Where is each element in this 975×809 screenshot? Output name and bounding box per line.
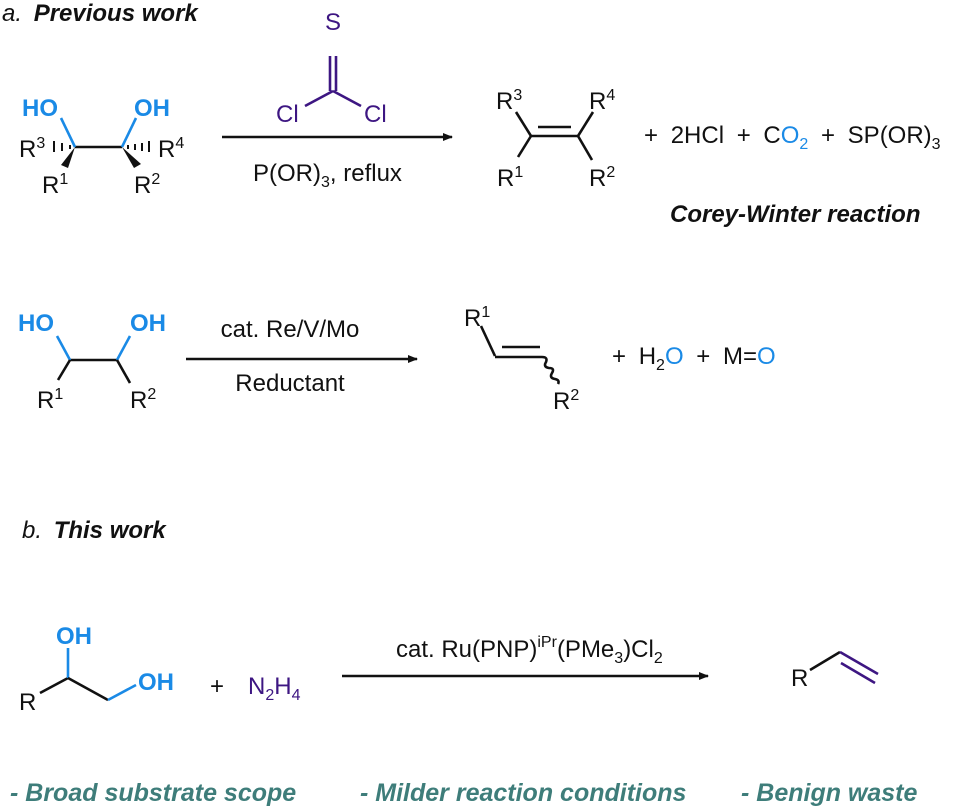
substituent-r3: R3 bbox=[19, 135, 45, 163]
hydroxyl-label-right: OH bbox=[138, 669, 174, 696]
reaction-name-corey-winter: Corey-Winter reaction bbox=[670, 201, 921, 228]
substituent-r2: R2 bbox=[589, 164, 615, 192]
reactant-terminal-diol: OH OH R bbox=[19, 623, 174, 716]
substituent-r4: R4 bbox=[158, 135, 184, 163]
product-disubstituted-alkene: R1 R2 bbox=[464, 304, 579, 415]
reactant-stereo-diol: HO OH R3 R4 R1 R2 bbox=[19, 95, 184, 199]
catalyst-label-2: cat. Re/V/Mo bbox=[221, 316, 360, 343]
bond-to-r1 bbox=[56, 359, 72, 381]
bond-to-r1 bbox=[479, 325, 497, 357]
hydroxyl-label-right: OH bbox=[130, 310, 166, 337]
chlorine-label-right: Cl bbox=[364, 101, 387, 128]
highlight-item: - Benign waste bbox=[741, 779, 918, 807]
alkene-bond-bold bbox=[839, 650, 879, 676]
substituent-r1: R1 bbox=[464, 304, 490, 332]
substituent-r2: R2 bbox=[134, 171, 160, 199]
substituent-r3: R3 bbox=[496, 87, 522, 115]
bond-to-r3 bbox=[514, 111, 533, 137]
substituent-r: R bbox=[19, 689, 36, 716]
alkene-bond-inner bbox=[840, 661, 876, 685]
wedge-bond-left bbox=[61, 147, 75, 168]
conditions-label-1: P(OR)3, reflux bbox=[253, 160, 402, 191]
bond-to-r4 bbox=[576, 111, 595, 137]
bond-r-to-c bbox=[39, 676, 69, 695]
highlight-item: - Broad substrate scope bbox=[10, 779, 296, 807]
hydroxyl-label-left: HO bbox=[18, 310, 54, 337]
byproducts-2: + H2O + M=O bbox=[612, 343, 776, 374]
sulfur-label: S bbox=[325, 9, 341, 36]
hash-bond-right bbox=[127, 141, 150, 152]
co-bond-left bbox=[55, 335, 72, 361]
highlight-item: - Milder reaction conditions bbox=[360, 779, 687, 807]
wedge-bond-right bbox=[122, 147, 141, 168]
hydroxyl-label-top: OH bbox=[56, 623, 92, 650]
bond-to-r2 bbox=[115, 359, 132, 384]
product-tetrasubstituted-alkene: R3 R4 R1 R2 bbox=[496, 87, 615, 192]
bond-to-r2 bbox=[576, 135, 594, 161]
wavy-bond bbox=[541, 355, 560, 385]
substituent-r2: R2 bbox=[553, 387, 579, 415]
ccl-bond-right bbox=[332, 89, 362, 108]
ccl-bond-left bbox=[304, 89, 334, 108]
hash-bond-left bbox=[53, 141, 71, 152]
catalyst-label-3: cat. Ru(PNP)iPr(PMe3)Cl2 bbox=[396, 634, 663, 667]
chlorine-label-left: Cl bbox=[276, 101, 299, 128]
substituent-r2: R2 bbox=[130, 386, 156, 414]
co-bond-right bbox=[120, 117, 138, 148]
co-bond-right bbox=[115, 335, 132, 361]
co-bond-left bbox=[59, 117, 77, 148]
bond-to-r1 bbox=[516, 135, 533, 158]
panel-a-label: a. Previous work bbox=[2, 0, 199, 27]
byproducts-1: + 2HCl + CO2 + SP(OR)3 bbox=[644, 122, 941, 155]
substituent-r1: R1 bbox=[497, 164, 523, 192]
substituent-r4: R4 bbox=[589, 87, 615, 115]
substituent-r1: R1 bbox=[42, 171, 68, 199]
panel-b-label: b. This work bbox=[22, 517, 167, 544]
hydrazine-label: N2H4 bbox=[248, 673, 301, 704]
hydroxyl-label-right: OH bbox=[134, 95, 170, 122]
co-bond-right bbox=[107, 683, 137, 702]
cc-bond bbox=[67, 676, 109, 702]
plus-sign: + bbox=[210, 673, 224, 700]
bond-r-to-c bbox=[809, 650, 841, 672]
substituent-r1: R1 bbox=[37, 386, 63, 414]
reagent-thiophosgene: S Cl Cl bbox=[276, 9, 387, 128]
product-terminal-alkene: R bbox=[791, 650, 879, 692]
reductant-label: Reductant bbox=[235, 370, 345, 397]
substituent-r: R bbox=[791, 665, 808, 692]
highlights: - Broad substrate scope - Milder reactio… bbox=[10, 779, 918, 807]
hydroxyl-label-left: HO bbox=[22, 95, 58, 122]
reactant-diol-2: HO OH R1 R2 bbox=[18, 310, 166, 414]
